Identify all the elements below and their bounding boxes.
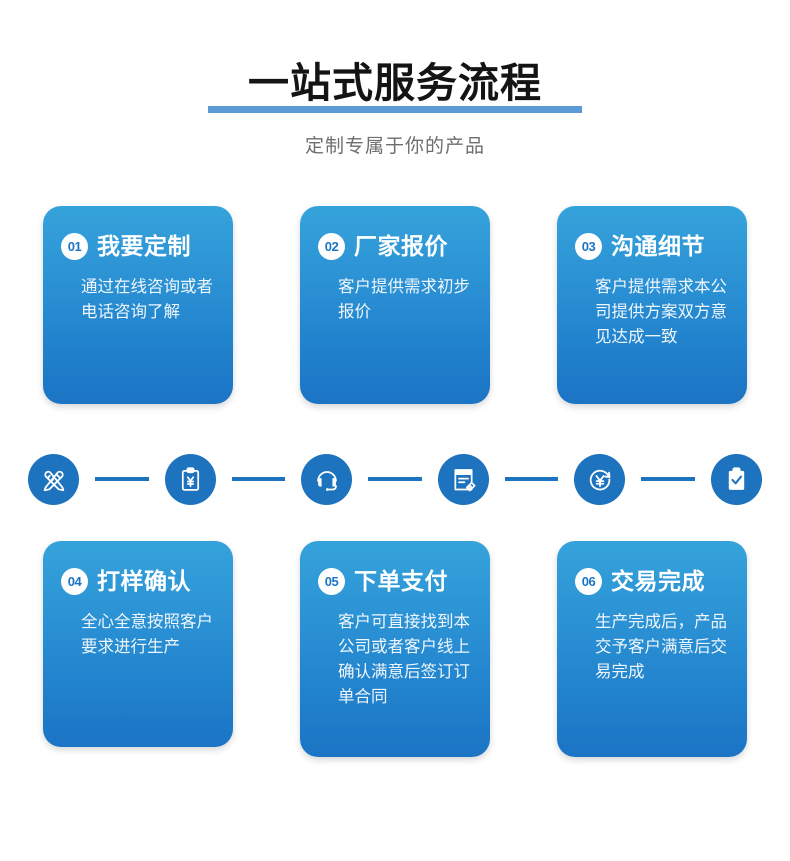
step-title: 厂家报价 [354,233,448,259]
step-card-04[interactable]: 04 打样确认 全心全意按照客户要求进行生产 [43,541,233,747]
step-title: 沟通细节 [611,233,705,259]
strip-connector [641,477,695,481]
clipboard-yuan-icon [164,453,216,505]
step-description: 客户可直接找到本公司或者客户线上确认满意后签订订单合同 [338,613,470,706]
step-card-05[interactable]: 05 下单支付 客户可直接找到本公司或者客户线上确认满意后签订订单合同 [300,541,490,757]
step-card-header: 04 打样确认 [61,567,217,595]
title-wrap: 一站式服务流程 [208,58,582,113]
step-number-badge: 05 [318,567,345,595]
headset-support-icon [301,453,353,505]
step-title: 打样确认 [97,568,191,594]
step-card-02[interactable]: 02 厂家报价 客户提供需求初步报价 [300,206,490,404]
header: 一站式服务流程 定制专属于你的产品 [0,58,790,160]
step-number-badge: 01 [61,232,88,260]
step-description: 全心全意按照客户要求进行生产 [81,613,213,656]
step-card-header: 03 沟通细节 [575,232,731,260]
title-underline [208,106,582,113]
step-description: 客户提供需求初步报价 [338,278,470,321]
step-title: 交易完成 [611,568,705,594]
page-subtitle: 定制专属于你的产品 [304,136,485,157]
step-card-header: 06 交易完成 [575,567,731,595]
step-number-badge: 03 [575,232,602,260]
step-number-badge: 02 [318,232,345,260]
step-title: 我要定制 [97,233,191,259]
step-card-06[interactable]: 06 交易完成 生产完成后，产品交予客户满意后交易完成 [557,541,747,757]
page-title: 一站式服务流程 [248,60,542,106]
strip-connector [368,477,422,481]
steps-row-bottom: 04 打样确认 全心全意按照客户要求进行生产 05 下单支付 客户可直接找到本公… [0,541,790,757]
strip-connector [504,477,559,481]
step-description: 通过在线咨询或者电话咨询了解 [81,278,213,321]
clipboard-check-icon [710,453,762,505]
step-card-03[interactable]: 03 沟通细节 客户提供需求本公司提供方案双方意见达成一致 [557,206,747,404]
step-number-badge: 04 [61,567,88,595]
step-card-header: 02 厂家报价 [318,232,474,260]
process-icon-strip [0,453,790,505]
step-card-header: 01 我要定制 [61,232,217,260]
step-description: 客户提供需求本公司提供方案双方意见达成一致 [595,278,727,346]
yuan-refresh-icon [574,453,626,505]
document-sign-icon [437,453,489,505]
step-description: 生产完成后，产品交予客户满意后交易完成 [595,613,727,681]
strip-connector [95,477,149,481]
step-card-header: 05 下单支付 [318,567,474,595]
steps-row-top: 01 我要定制 通过在线咨询或者电话咨询了解 02 厂家报价 客户提供需求初步报… [0,206,790,404]
pen-ruler-icon [28,453,80,505]
step-number-badge: 06 [575,567,602,595]
strip-connector [231,477,286,481]
step-title: 下单支付 [354,568,448,594]
step-card-01[interactable]: 01 我要定制 通过在线咨询或者电话咨询了解 [43,206,233,404]
